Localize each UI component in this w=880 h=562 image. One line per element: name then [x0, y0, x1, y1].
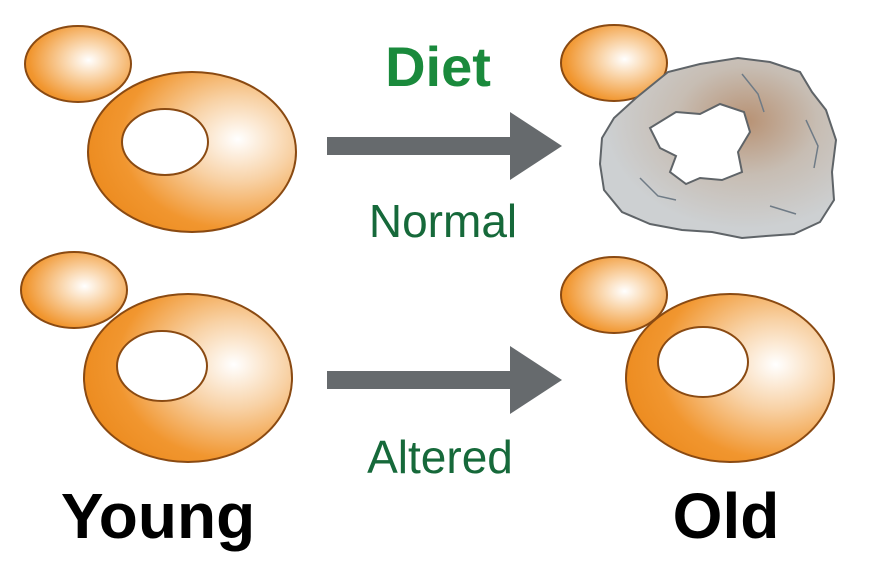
mother-cell-top-left [86, 71, 298, 233]
normal-label: Normal [369, 195, 517, 247]
old-dead-cell-top [560, 24, 838, 240]
diet-label: Diet [385, 35, 491, 98]
young-label: Young [61, 480, 255, 552]
mother-cell-bottom-left [82, 293, 294, 463]
young-cell-bottom [20, 251, 294, 463]
bud-top-left [24, 25, 132, 103]
dead-mother-cell [598, 56, 838, 240]
bud-bottom-left [20, 251, 128, 329]
bud-top-right [560, 24, 668, 102]
old-cell-bottom [560, 256, 836, 463]
mother-cell-bottom-right [624, 293, 836, 463]
old-label: Old [673, 480, 780, 552]
arrow-bottom [327, 346, 562, 414]
arrow-top [327, 112, 562, 180]
young-cell-top [24, 25, 298, 233]
bud-bottom-right [560, 256, 668, 334]
altered-label: Altered [367, 431, 513, 483]
